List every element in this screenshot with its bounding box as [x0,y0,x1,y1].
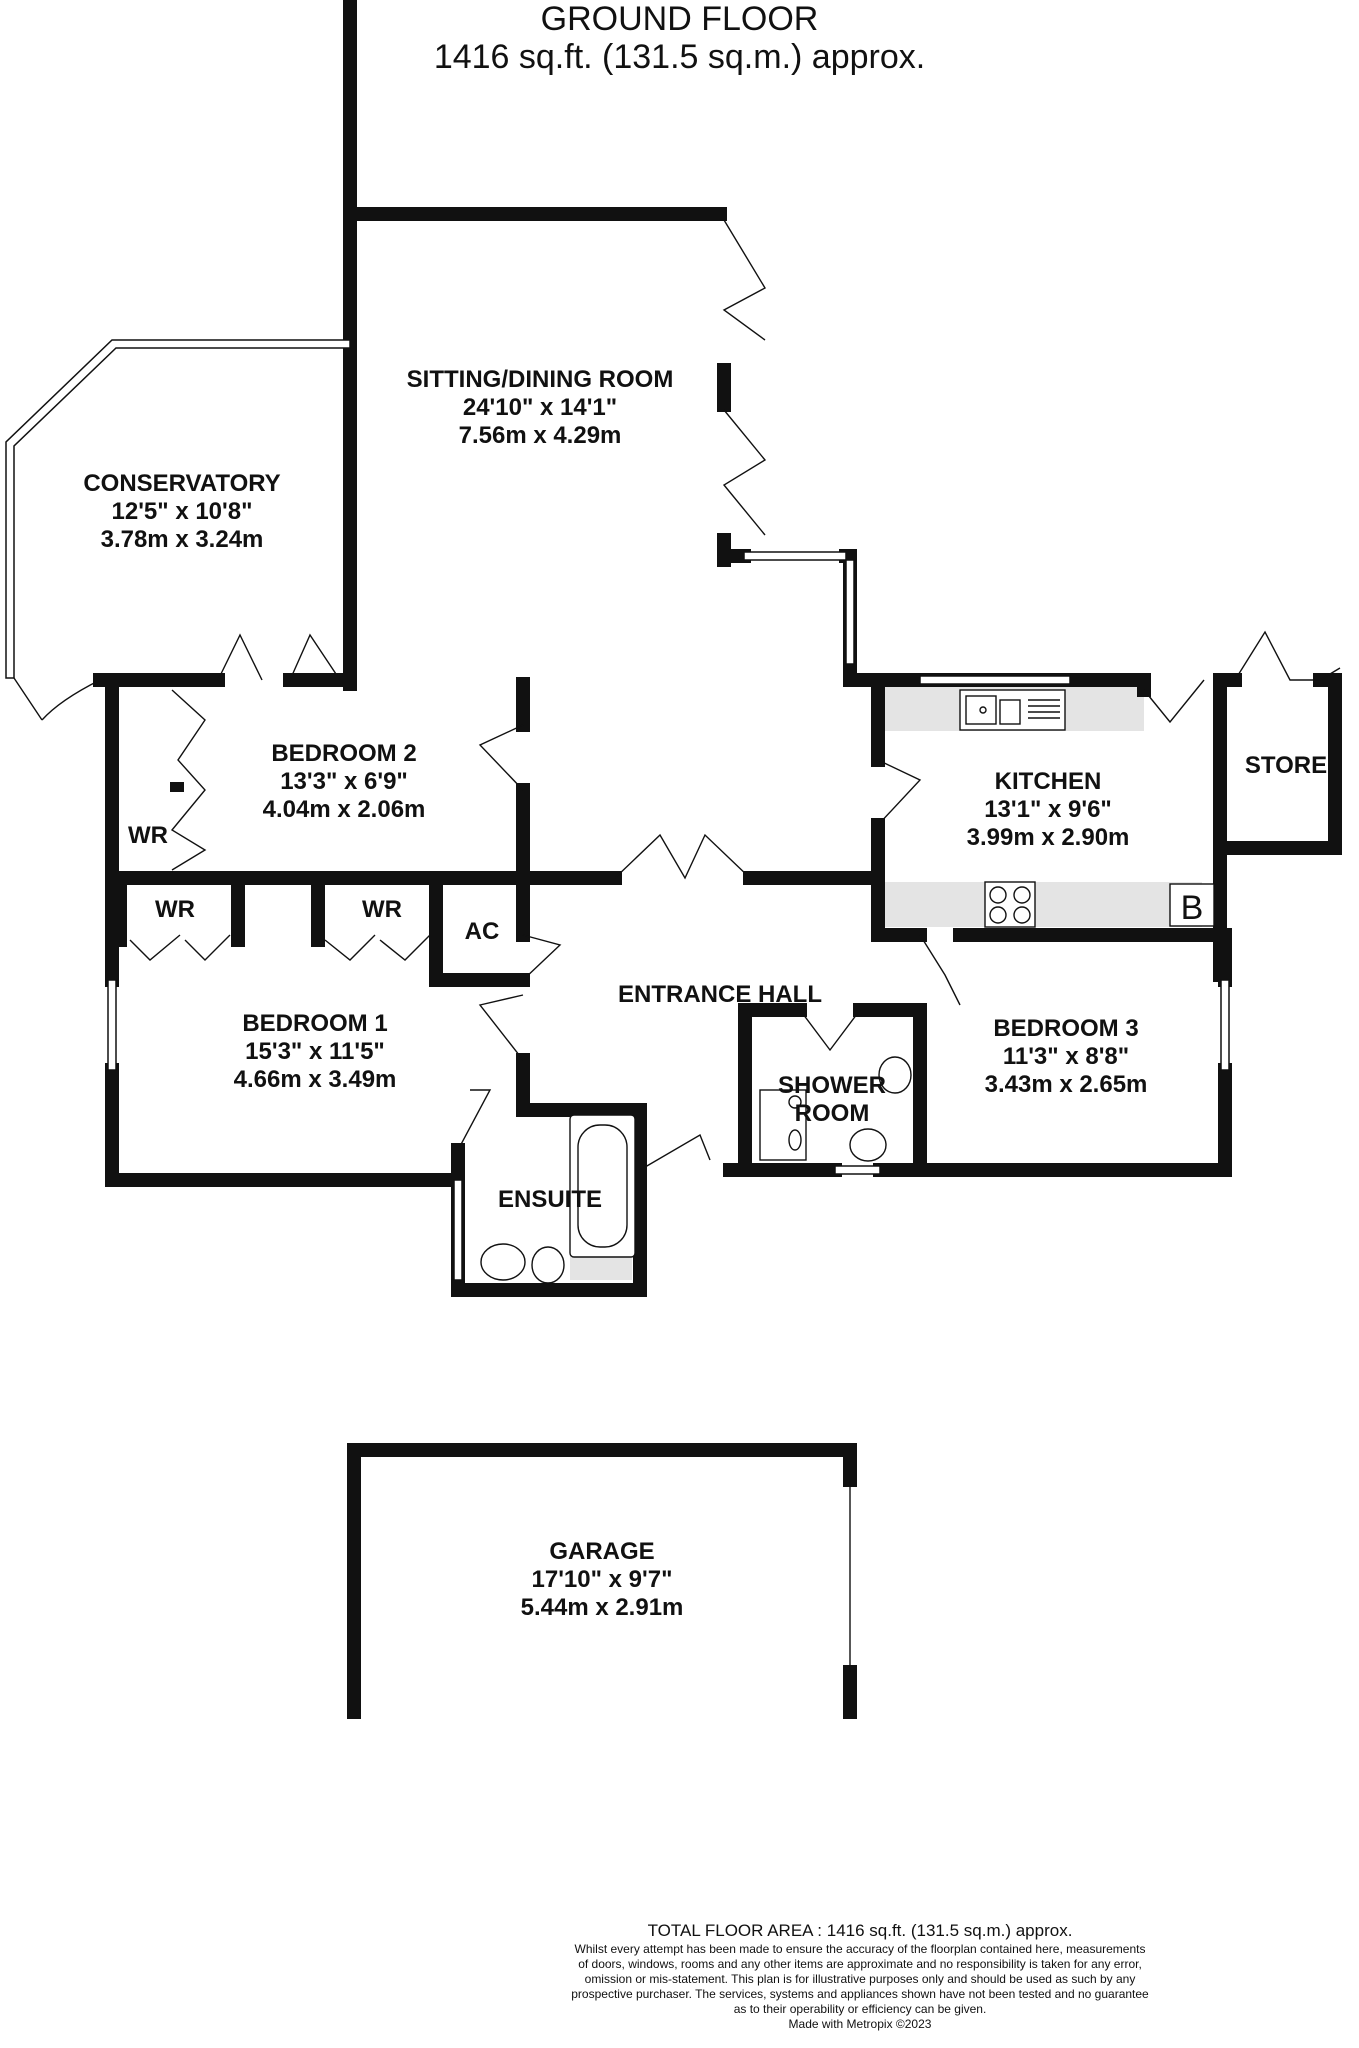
hob-icon [984,881,1036,928]
garage-walls [347,1443,857,1719]
footer-credit: Made with Metropix ©2023 [788,2017,932,2031]
conservatory-door [13,677,101,721]
kitchen-window [919,675,1071,685]
boiler-label: B [1180,889,1204,927]
store-double-door [1234,630,1341,681]
french-door-bottom [722,409,767,536]
wardrobe-label-bedroom1-a: WR [155,896,195,923]
footer-total-area: TOTAL FLOOR AREA : 1416 sq.ft. (131.5 sq… [647,1921,1073,1940]
bath-inner [577,1124,628,1248]
room-label-entrance-hall: ENTRANCE HALL [618,981,822,1008]
kitchen-door [877,759,922,826]
shower-door [799,1009,861,1052]
sitting-room-walls [343,0,1151,691]
wardrobe-label-bedroom2: WR [128,822,168,849]
boiler-box [1169,883,1215,927]
footer-disclaimer-line: prospective purchaser. The services, sys… [571,1987,1149,2001]
hall-double-door [614,833,751,880]
sitting-window-bottom [743,551,847,561]
shower-window [834,1165,881,1175]
bedroom1-window [107,979,117,1071]
washbasin-icon [878,1056,912,1094]
french-door-top [722,219,766,341]
bedroom2-wardrobe-doors [170,689,207,871]
shower-head-icon [788,1095,802,1109]
wardrobe-handle [170,782,184,792]
wardrobe-label-bedroom1-b: WR [362,896,402,923]
ensuite-toilet-icon [531,1246,565,1284]
bedroom1-wardrobe-2-doors [324,934,431,961]
bedroom1-wardrobe-1-doors [129,934,231,961]
ensuite-basin-icon [480,1243,526,1281]
toilet-icon [849,1128,887,1162]
front-door [639,1133,711,1171]
footer-disclaimer-line: omission or mis-statement. This plan is … [584,1972,1136,1986]
room-label-ensuite: ENSUITE [497,1186,603,1213]
sitting-window-right [845,559,855,665]
room-label-store: STORE [1244,752,1328,779]
footer-disclaimer-line: Whilst every attempt has been made to en… [574,1942,1146,1956]
shower-drain-icon [788,1129,802,1151]
footer: TOTAL FLOOR AREA : 1416 sq.ft. (131.5 sq… [500,1920,1220,2032]
bedroom3-window [1220,979,1230,1071]
kitchen-walls [871,673,1227,982]
bedroom1-door [478,994,524,1061]
bedroom1-walls [105,871,530,1187]
bedroom2-door [478,724,524,791]
bedroom2-double-door [217,633,341,681]
ensuite-window [453,1179,463,1281]
footer-disclaimer-line: of doors, windows, rooms and any other i… [578,1957,1142,1971]
ensuite-door [457,1089,492,1151]
cupboard-label-ac: AC [464,918,500,945]
kitchen-back-door [1143,679,1205,724]
footer-disclaimer-line: as to their operability or efficiency ca… [733,2002,987,2016]
sink-icon [959,689,1066,731]
store-walls [1213,673,1342,855]
kitchen-counter-bottom [878,882,1202,927]
bedroom3-walls [913,928,1232,1177]
bedroom3-door [919,934,961,1006]
plan-total-area: 1416 sq.ft. (131.5 sq.m.) approx. [433,38,926,76]
ac-door [522,934,562,981]
plan-title: GROUND FLOOR [540,0,819,38]
shower-room-walls [723,1003,927,1177]
